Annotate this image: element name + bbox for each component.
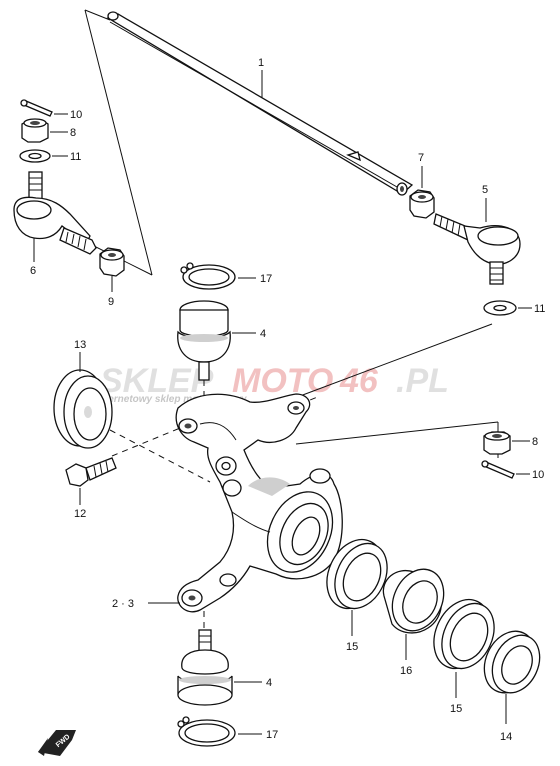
steering-knuckle: 2 · 3 [112,393,343,613]
watermark: SKLEP MOTO 46 .PL internetowy sklep moto… [96,362,449,405]
dust-cap-14: 14 [483,630,541,743]
callout-7: 7 [418,152,424,164]
seal-15-b: 15 [433,598,495,715]
callout-14: 14 [500,731,512,743]
callout-6: 6 [30,265,36,277]
watermark-pl: .PL [396,362,449,400]
cotter-pin-10-left: 10 [20,99,82,121]
callout-9: 9 [108,296,114,308]
callout-4-bottom: 4 [266,677,272,689]
callout-11-right: 11 [534,303,545,315]
callout-15-a: 15 [346,641,358,653]
callout-15-b: 15 [450,703,462,715]
callout-13: 13 [74,339,86,351]
washer-11-right: 11 [483,300,545,316]
oil-seal-13: 13 [53,339,113,449]
callout-10-left: 10 [70,109,82,121]
ball-joint-4-top: 4 [177,300,266,381]
tie-rod-end-5-right: 5 [433,184,521,285]
bearing-16: 16 [382,568,445,677]
watermark-sklep: SKLEP [100,362,214,400]
callout-5: 5 [482,184,488,196]
callout-8-right: 8 [532,436,538,448]
callout-1: 1 [258,57,264,69]
callout-10-right: 10 [532,469,544,481]
castle-nut-8-right: 8 [483,431,538,455]
tie-rod-end-6-left: 6 [13,171,97,277]
ball-joint-4-bottom: 4 [177,629,272,706]
nut-9: 9 [99,247,125,308]
callout-4-top: 4 [260,328,266,340]
callout-16: 16 [400,665,412,677]
watermark-46: 46 [339,362,379,400]
callout-8-left: 8 [70,127,76,139]
callout-17-bottom: 17 [266,729,278,741]
assembly-dashed-lines [109,323,499,628]
callout-12: 12 [74,508,86,520]
watermark-moto: MOTO [232,362,333,400]
callout-11-left: 11 [70,151,81,163]
snap-ring-17-top: 17 [180,262,272,290]
castle-nut-8-left: 8 [21,118,76,143]
watermark-tagline: internetowy sklep motocyklowy [96,394,247,405]
forward-direction-badge: FWD [38,730,76,756]
callout-2-3: 2 · 3 [112,598,134,610]
seal-15-a: 15 [326,538,388,653]
tie-rod-part-1: 1 [106,11,414,196]
cotter-pin-10-right: 10 [481,460,544,481]
bolt-12: 12 [65,457,117,520]
snap-ring-17-bottom: 17 [177,716,278,747]
nut-7: 7 [409,152,435,219]
washer-11-left: 11 [19,149,81,163]
callout-17-top: 17 [260,273,272,285]
